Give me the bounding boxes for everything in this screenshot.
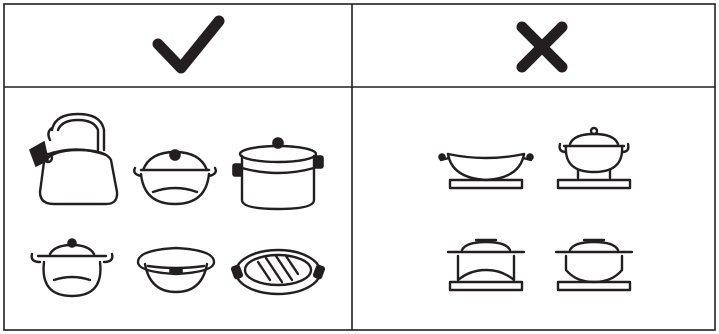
grill-pan-icon (231, 250, 325, 294)
kettle-icon (30, 114, 117, 204)
glass-pot-icon (32, 239, 113, 296)
convex-base-pot-icon (556, 240, 632, 290)
checkmark-icon (158, 21, 219, 68)
concave-base-pot-icon (448, 240, 524, 290)
oval-dish-icon (138, 248, 214, 292)
cross-icon (522, 27, 562, 67)
casserole-dish-icon (134, 150, 216, 204)
wok-on-stand-icon (439, 154, 533, 188)
pot-on-stand-icon (558, 128, 630, 188)
stock-pot-icon (233, 138, 323, 209)
